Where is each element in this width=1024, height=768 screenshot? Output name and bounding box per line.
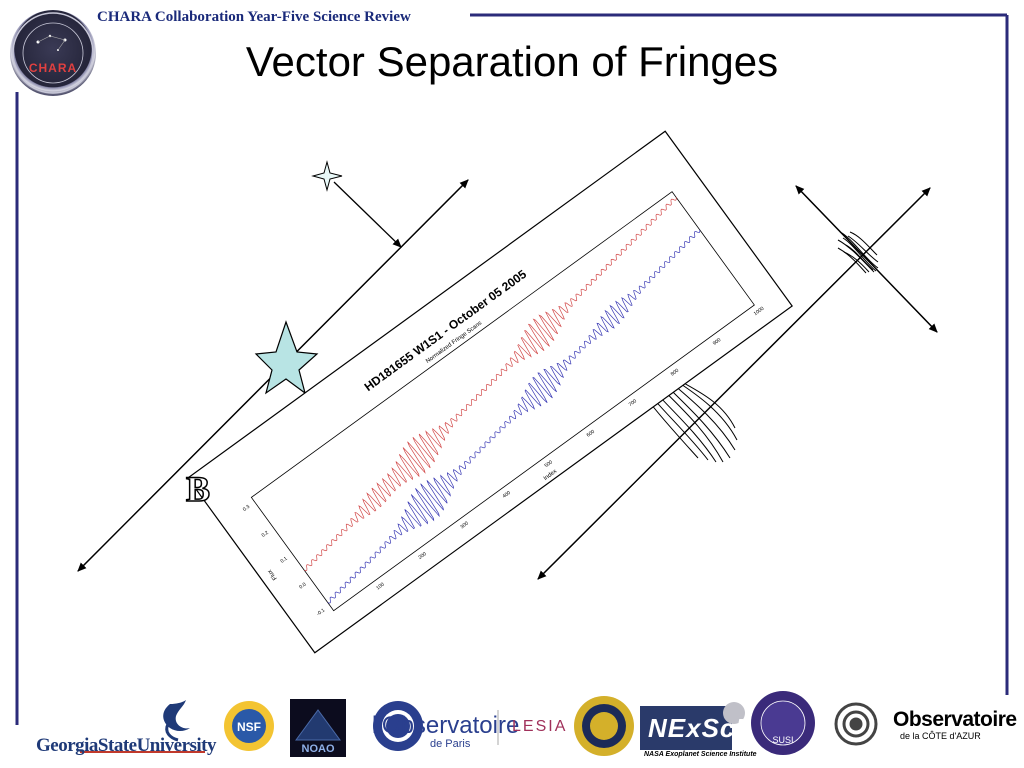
conference-title: CHARA Collaboration Year-Five Science Re… bbox=[97, 9, 411, 25]
oca-wordmark: Observatoire bbox=[893, 708, 1017, 731]
large-star-icon bbox=[254, 320, 319, 395]
x-tick-label: 700 bbox=[628, 398, 638, 408]
y-tick-label: -0.1 bbox=[316, 607, 327, 617]
y-tick-label: 0.2 bbox=[261, 530, 270, 539]
x-tick-label: 800 bbox=[670, 368, 680, 378]
x-tick-label: 500 bbox=[544, 459, 554, 469]
slide-title: Vector Separation of Fringes bbox=[245, 38, 779, 85]
fringe-packet-small bbox=[837, 231, 879, 274]
gsu-wordmark: GeorgiaStateUniversity bbox=[36, 735, 217, 756]
red-trace-line bbox=[304, 197, 677, 572]
plot-ylabel: Flux bbox=[267, 568, 279, 581]
baseline-label: B bbox=[185, 468, 211, 510]
small-star-icon bbox=[311, 160, 343, 192]
chara-seal-logo: CHARA bbox=[10, 10, 96, 96]
oca-subtitle: de la CÔTE d'AZUR bbox=[900, 731, 981, 741]
seal-label: CHARA bbox=[28, 61, 78, 75]
lesia-wordmark: LESIA bbox=[512, 718, 568, 735]
svg-text:NSF: NSF bbox=[237, 720, 261, 734]
observatoire-paris-sub: de Paris bbox=[430, 738, 471, 750]
nexsci-wordmark: NExScI bbox=[648, 713, 744, 743]
blue-trace-line bbox=[327, 229, 701, 604]
nexsci-subtitle: NASA Exoplanet Science Institute bbox=[644, 751, 757, 758]
nexsci-logo bbox=[640, 706, 732, 750]
swirl-logo bbox=[834, 702, 878, 746]
x-tick-label: 1000 bbox=[753, 306, 766, 318]
x-tick-label: 300 bbox=[459, 520, 469, 530]
x-tick-label: 100 bbox=[375, 582, 385, 592]
star-direction-arrow bbox=[333, 181, 402, 248]
x-axis-ticks: 100 200 300 400 500 600 700 800 900 1000 bbox=[375, 306, 765, 592]
x-tick-label: 900 bbox=[712, 337, 722, 347]
y-tick-label: 0.0 bbox=[298, 581, 307, 590]
svg-text:SUSI: SUSI bbox=[772, 735, 793, 745]
x-tick-label: 200 bbox=[417, 551, 427, 561]
y-tick-label: 0.3 bbox=[242, 504, 251, 513]
y-axis-ticks: -0.1 0.0 0.1 0.2 0.3 bbox=[242, 504, 327, 618]
gsu-flame-icon bbox=[163, 700, 190, 731]
x-tick-label: 600 bbox=[586, 429, 596, 439]
x-tick-label: 400 bbox=[502, 490, 512, 500]
blue-fringe-trace bbox=[327, 229, 701, 604]
observatoire-paris-wordmark: l'Observatoire bbox=[372, 712, 520, 739]
svg-text:NOAO: NOAO bbox=[302, 743, 335, 755]
y-tick-label: 0.1 bbox=[279, 556, 288, 565]
red-fringe-trace bbox=[304, 197, 677, 572]
